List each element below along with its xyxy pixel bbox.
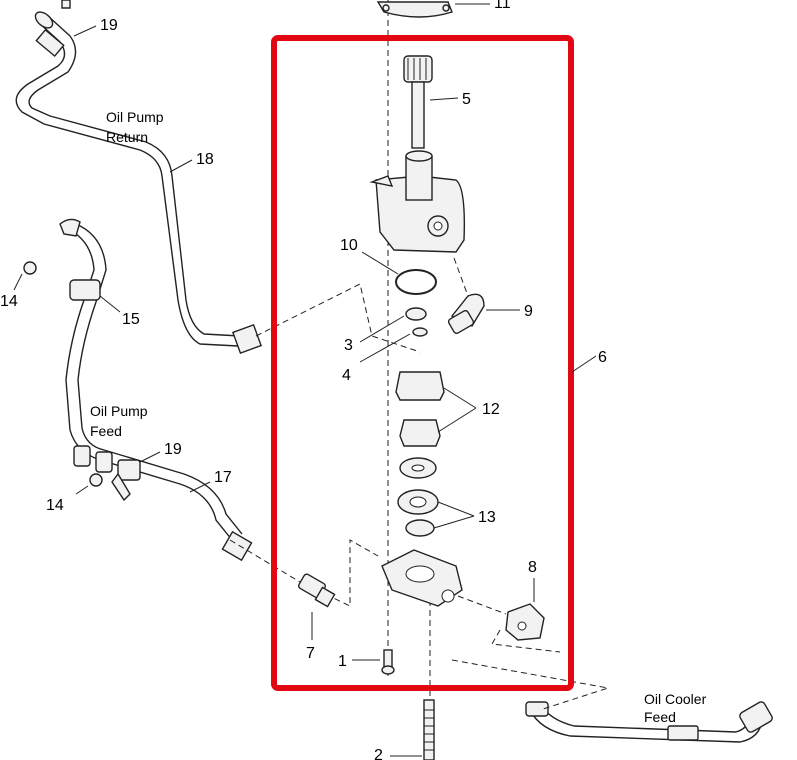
label-3: 3 xyxy=(344,337,353,354)
label-8: 8 xyxy=(528,559,537,576)
label-19-top: 19 xyxy=(100,17,118,34)
o-ring-10 xyxy=(395,269,437,295)
caption-return-1: Oil Pump xyxy=(106,109,164,125)
caption-return-2: Return xyxy=(106,129,148,145)
stud-2 xyxy=(423,699,435,760)
highlight-box xyxy=(271,35,574,691)
label-14-lower: 14 xyxy=(46,497,64,514)
label-17: 17 xyxy=(214,469,232,486)
label-1: 1 xyxy=(338,653,347,670)
rotor-set-13 xyxy=(397,489,439,537)
label-15: 15 xyxy=(122,311,140,328)
label-9: 9 xyxy=(524,303,533,320)
pump-housing xyxy=(369,150,466,253)
gear-set-12 xyxy=(395,371,445,447)
label-2: 2 xyxy=(374,747,383,760)
caption-feed-1: Oil Pump xyxy=(90,403,148,419)
washer-4 xyxy=(412,327,428,337)
label-19-mid: 19 xyxy=(164,441,182,458)
elbow-fitting-9 xyxy=(447,293,485,335)
label-18: 18 xyxy=(196,151,214,168)
caption-cooler-2: Feed xyxy=(644,709,676,725)
label-14-upper: 14 xyxy=(0,293,18,310)
label-12: 12 xyxy=(482,401,500,418)
label-10: 10 xyxy=(340,237,358,254)
label-13: 13 xyxy=(478,509,496,526)
label-5: 5 xyxy=(462,91,471,108)
drive-shaft-5 xyxy=(403,55,433,149)
caption-cooler-1: Oil Cooler xyxy=(644,691,707,707)
oil-pump-feed-line xyxy=(23,218,253,562)
pump-cover xyxy=(381,549,463,607)
caption-feed-2: Feed xyxy=(90,423,122,439)
label-6: 6 xyxy=(598,349,607,366)
oil-cooler-feed-line xyxy=(525,701,773,743)
screw-1 xyxy=(381,649,395,675)
label-11: 11 xyxy=(494,0,511,12)
washer-3 xyxy=(405,307,427,321)
label-4: 4 xyxy=(342,367,351,384)
fitting-7 xyxy=(298,573,336,608)
label-7: 7 xyxy=(306,645,315,662)
oil-pump-return-line xyxy=(15,0,262,354)
gasket-11 xyxy=(376,1,453,18)
block-8 xyxy=(505,603,545,641)
